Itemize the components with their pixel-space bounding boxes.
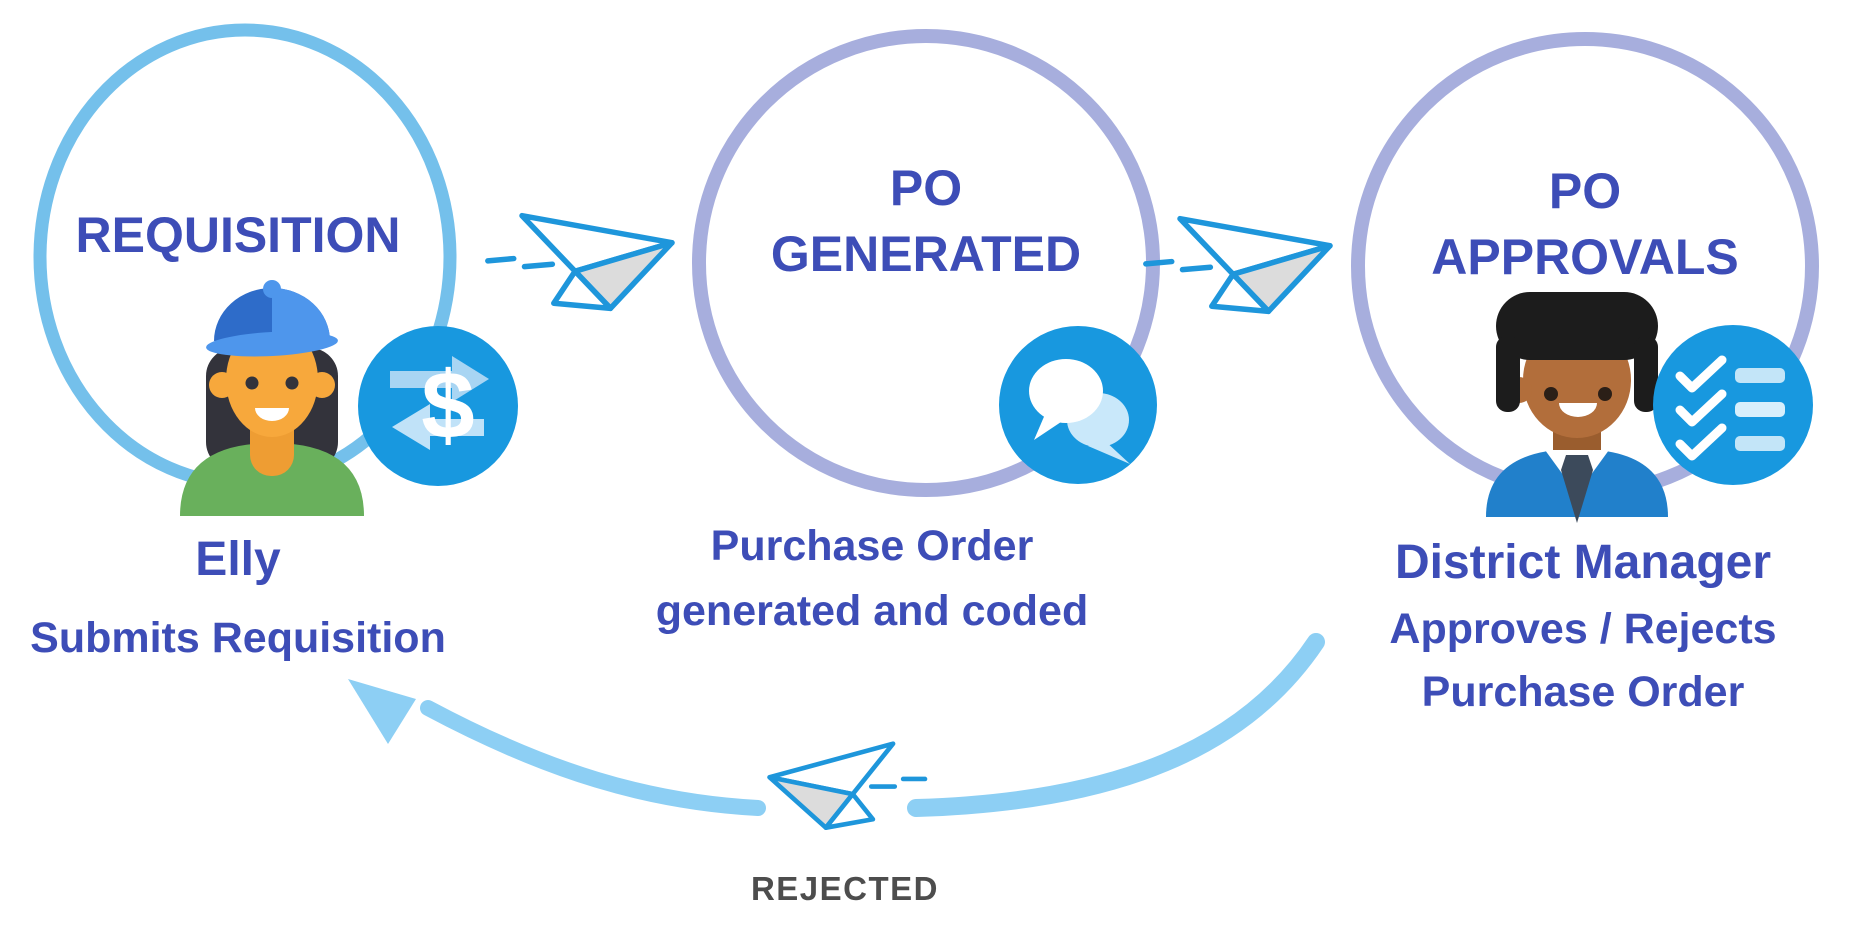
ear — [309, 372, 335, 398]
tie — [1561, 455, 1593, 523]
eye — [1544, 387, 1558, 401]
woman-with-cap-avatar — [180, 280, 364, 516]
person-name: District Manager — [1395, 536, 1771, 589]
hair-side — [1496, 336, 1520, 412]
dollar-sign: $ — [421, 352, 474, 459]
stage-title-line2: GENERATED — [771, 226, 1081, 282]
ear — [209, 372, 235, 398]
cap-front-panel — [272, 288, 330, 341]
eye — [245, 376, 259, 390]
cap-button — [263, 280, 281, 298]
stage-caption-line2: generated and coded — [656, 587, 1088, 635]
stage-requisition: REQUISITION $ Elly Submits — [30, 207, 518, 662]
rejected-return-arrow — [348, 633, 1325, 817]
stage-title-line1: PO — [1549, 163, 1621, 219]
paper-plane-icon — [1142, 206, 1335, 322]
paper-plane-icon-rejected — [770, 744, 925, 828]
hair-top — [1496, 292, 1658, 360]
chat-bubbles-icon — [999, 326, 1157, 484]
green-shirt — [180, 443, 364, 516]
man-in-suit-avatar — [1486, 292, 1668, 523]
stage-po-approvals: PO APPROVALS District Mana — [1389, 163, 1813, 716]
smile — [1559, 403, 1597, 417]
stage-title: REQUISITION — [75, 207, 400, 263]
hair-side — [1634, 336, 1658, 412]
currency-exchange-icon: $ — [358, 326, 518, 486]
stage-title-line2: APPROVALS — [1431, 229, 1738, 285]
stage-title-line1: PO — [890, 160, 962, 216]
stage-caption-line2: Purchase Order — [1422, 668, 1745, 716]
stage-po-generated: PO GENERATED Purchase Order generated an… — [656, 160, 1157, 635]
smile — [255, 408, 289, 421]
stage-caption: Submits Requisition — [30, 614, 446, 662]
eye — [285, 376, 299, 390]
stage-caption-line1: Purchase Order — [711, 522, 1034, 570]
checklist-icon — [1653, 325, 1813, 485]
cap-brim — [206, 331, 338, 357]
rejected-label: REJECTED — [751, 870, 939, 907]
arrowhead-icon — [348, 679, 416, 744]
stage-caption-line1: Approves / Rejects — [1389, 605, 1776, 653]
eye — [1598, 387, 1612, 401]
person-name: Elly — [195, 533, 281, 586]
paper-plane-icon — [484, 203, 677, 319]
